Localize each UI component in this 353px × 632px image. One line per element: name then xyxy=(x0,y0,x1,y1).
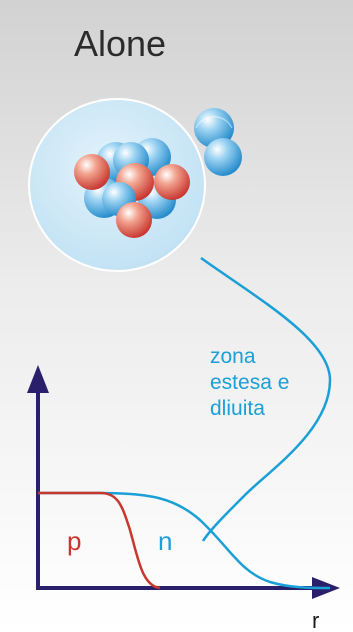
proton-curve-label: p xyxy=(67,526,82,556)
halo-annotation-line: zona xyxy=(210,345,256,368)
halo-neutron xyxy=(204,138,242,176)
nucleus-core xyxy=(74,138,190,238)
neutron-curve-label: n xyxy=(158,526,173,556)
halo-neutrons xyxy=(194,108,242,176)
core-proton xyxy=(74,154,110,190)
halo-neutron xyxy=(194,108,234,148)
halo-annotation: zona estesa e dliuita xyxy=(210,344,330,422)
nucleus-title: Alone xyxy=(74,23,167,64)
halo-annotation-line: dliuita xyxy=(210,397,265,420)
core-proton xyxy=(154,164,190,200)
proton-density-curve xyxy=(38,491,161,590)
y-axis-arrow xyxy=(27,365,49,393)
neutron-density-curve xyxy=(38,491,331,590)
core-proton xyxy=(116,202,152,238)
x-axis-label: r xyxy=(312,608,320,632)
halo-annotation-line: estesa e xyxy=(210,371,290,394)
halo-connector-line xyxy=(200,256,332,542)
